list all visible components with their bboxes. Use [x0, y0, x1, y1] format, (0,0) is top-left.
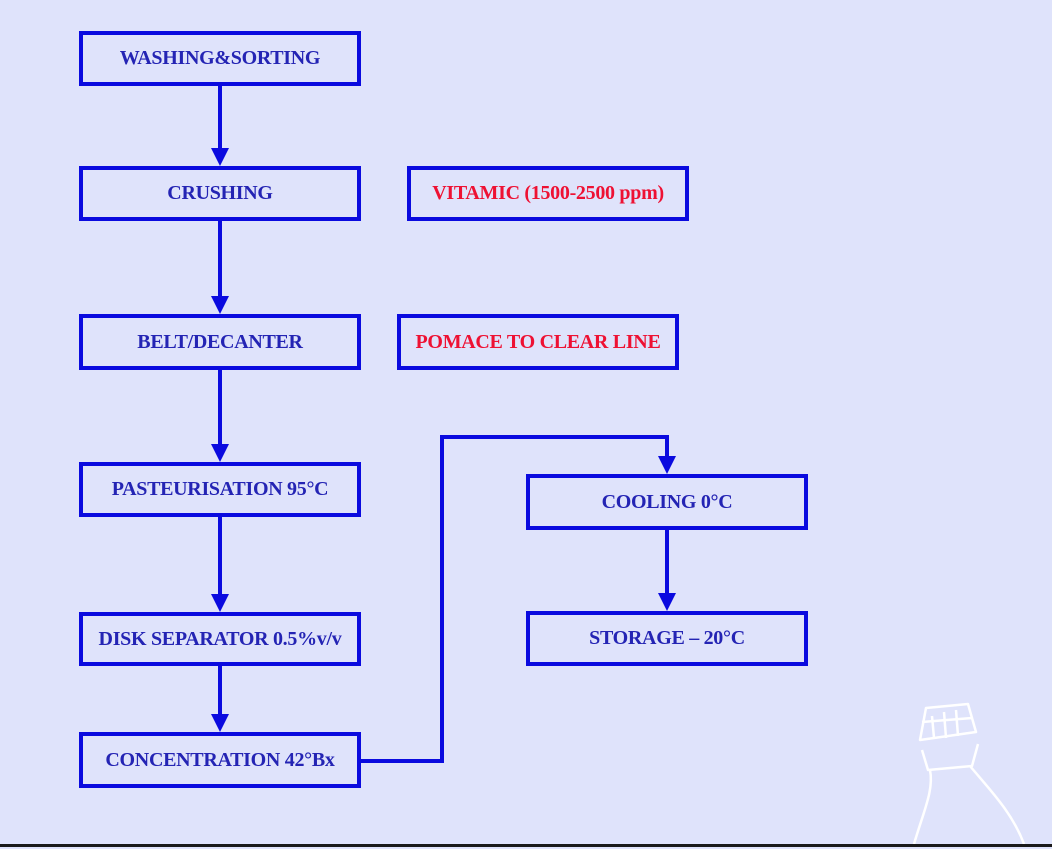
arrowhead-storage	[658, 593, 676, 611]
step-belt-decanter: BELT/DECANTER	[79, 314, 361, 370]
arrowhead-disk	[211, 594, 229, 612]
arrow-concentration-to-cooling	[361, 435, 669, 763]
arrowhead-concentration	[211, 714, 229, 732]
step-cooling: COOLING 0°C	[526, 474, 808, 530]
step-washing-sorting: WASHING&SORTING	[79, 31, 361, 86]
step-storage: STORAGE – 20°C	[526, 611, 808, 666]
arrowhead-belt	[211, 296, 229, 314]
arrowhead-cooling	[658, 456, 676, 474]
note-vitamic: VITAMIC (1500-2500 ppm)	[407, 166, 689, 221]
step-disk-separator: DISK SEPARATOR 0.5%v/v	[79, 612, 361, 666]
arrowhead-pasteurisation	[211, 444, 229, 462]
note-pomace: POMACE TO CLEAR LINE	[397, 314, 679, 370]
step-pasteurisation: PASTEURISATION 95°C	[79, 462, 361, 517]
arrowhead-crushing	[211, 148, 229, 166]
step-crushing: CRUSHING	[79, 166, 361, 221]
step-concentration: CONCENTRATION 42°Bx	[79, 732, 361, 788]
bottom-rule	[0, 844, 1052, 847]
